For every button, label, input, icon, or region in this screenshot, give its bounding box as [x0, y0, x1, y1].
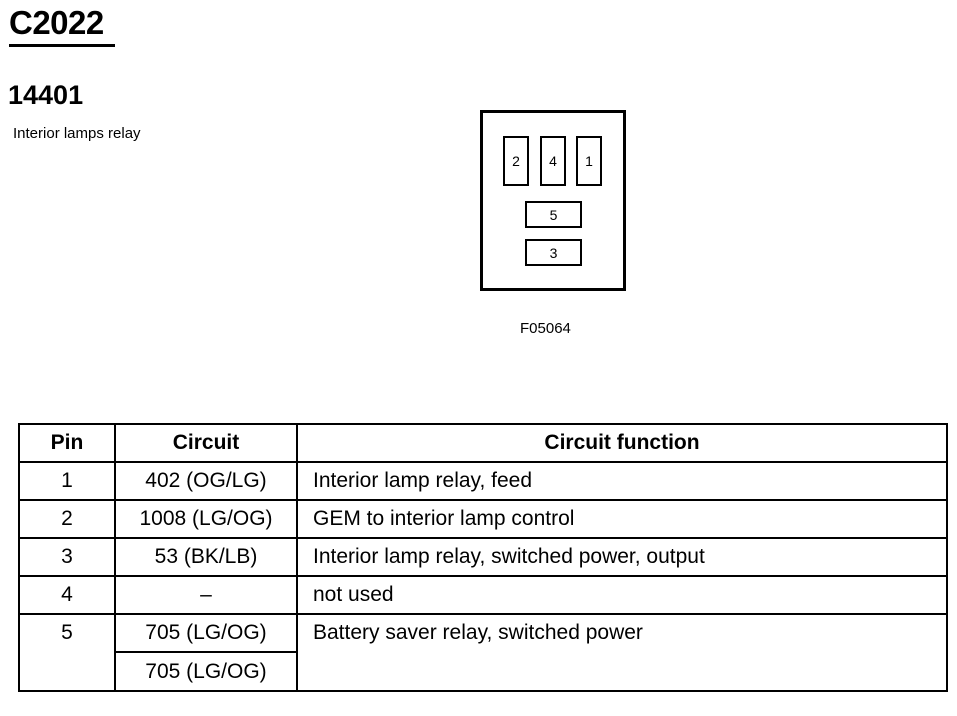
pin-table: Pin Circuit Circuit function 1 402 (OG/L… [18, 423, 948, 692]
header-circuit: Circuit [114, 423, 298, 463]
figure-code: F05064 [520, 320, 571, 337]
function-cell: Interior lamp relay, feed [296, 461, 948, 501]
pin-cell: 1 [18, 461, 116, 501]
pin-cell: 5 [18, 613, 116, 692]
function-cell: Interior lamp relay, switched power, out… [296, 537, 948, 577]
pin-cell: 2 [18, 499, 116, 539]
circuit-cell: 1008 (LG/OG) [114, 499, 298, 539]
part-number: 14401 [8, 80, 84, 110]
circuit-cell: 705 (LG/OG) [114, 613, 298, 653]
table-row: 705 (LG/OG) [19, 651, 947, 692]
circuit-cell: 53 (BK/LB) [114, 537, 298, 577]
pin-cell: 3 [18, 537, 116, 577]
function-cell: GEM to interior lamp control [296, 499, 948, 539]
connector-pin-1: 1 [576, 136, 602, 186]
connector-id: C2022 [9, 4, 104, 41]
header-circuit-function: Circuit function [296, 423, 948, 463]
table-row: 1 402 (OG/LG) Interior lamp relay, feed [18, 461, 948, 501]
table-row: 3 53 (BK/LB) Interior lamp relay, switch… [18, 537, 948, 577]
circuit-cell: – [114, 575, 298, 615]
pin-cell: 4 [18, 575, 116, 615]
connector-id-underline [9, 44, 115, 47]
function-cell: Battery saver relay, switched power [296, 613, 948, 692]
part-description: Interior lamps relay [13, 125, 141, 142]
circuit-cell: 402 (OG/LG) [114, 461, 298, 501]
connector-pin-4: 4 [540, 136, 566, 186]
header-pin: Pin [18, 423, 116, 463]
table-row: 4 – not used [18, 575, 948, 615]
connector-pin-5: 5 [525, 201, 582, 228]
connector-pin-2: 2 [503, 136, 529, 186]
connector-pin-3: 3 [525, 239, 582, 266]
table-header-row: Pin Circuit Circuit function [18, 423, 948, 463]
function-cell: not used [296, 575, 948, 615]
circuit-cell: 705 (LG/OG) [114, 651, 298, 692]
table-row: 5 705 (LG/OG) Battery saver relay, switc… [18, 613, 948, 692]
table-row: 2 1008 (LG/OG) GEM to interior lamp cont… [18, 499, 948, 539]
connector-face-diagram [480, 110, 626, 291]
